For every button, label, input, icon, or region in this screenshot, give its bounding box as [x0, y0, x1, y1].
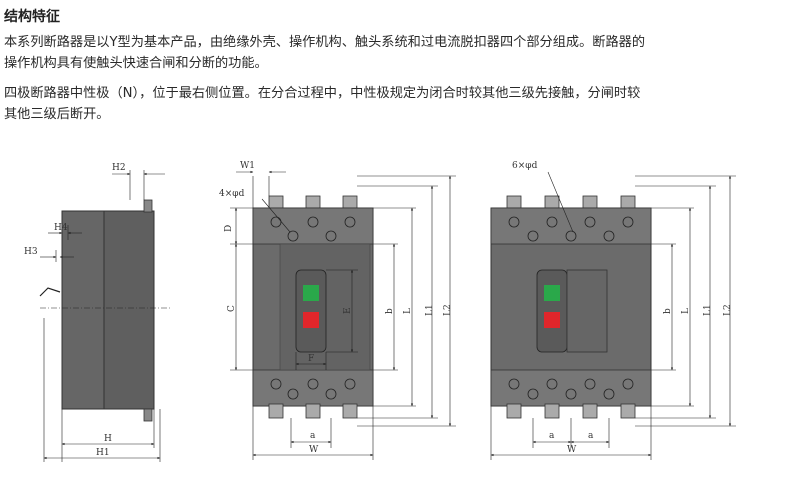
label-b: b [663, 308, 673, 314]
on-indicator-green [544, 285, 560, 301]
three-pole-front-view: W1 4×φd D C E F a W b [219, 161, 456, 460]
label-l: L [403, 308, 413, 314]
paragraph-structure: 本系列断路器是以Y型为基本产品，由绝缘外壳、操作机构、触头系统和过电流脱扣器四个… [4, 33, 645, 74]
label-holes-4: 4×φd [219, 189, 245, 199]
side-handle [39, 287, 61, 297]
label-h3: H3 [24, 247, 38, 257]
paragraph-line: 操作机构具有使触头快速合闸和分断的功能。 [4, 55, 268, 71]
three-pole-handle-window [295, 269, 327, 353]
section-heading: 结构特征 [4, 9, 60, 25]
four-pole-handle-window [536, 269, 568, 353]
label-e: E [343, 307, 353, 314]
label-l1: L1 [703, 304, 713, 316]
paragraph-line: 四极断路器中性极（N），位于最右侧位置。在分合过程中，中性极规定为闭合时较其他三… [4, 86, 641, 101]
label-w1: W1 [240, 161, 255, 171]
label-h4: H4 [54, 223, 68, 233]
label-h1: H1 [96, 448, 110, 458]
label-w: W [309, 445, 319, 455]
on-indicator-green [303, 285, 319, 301]
side-view: H2 H4 H3 H H1 [24, 163, 170, 462]
label-l: L [681, 308, 691, 314]
label-w: W [567, 445, 577, 455]
four-pole-front-view: 6×φd a a W b L L1 L2 [490, 161, 736, 460]
paragraph-line: 其他三级后断开。 [4, 106, 110, 122]
label-l2: L2 [443, 304, 453, 316]
label-a-1: a [549, 431, 555, 441]
label-a: a [310, 431, 316, 441]
off-indicator-red [544, 312, 560, 328]
label-l1: L1 [425, 304, 435, 316]
label-h2: H2 [112, 163, 126, 173]
side-body-front [61, 210, 105, 410]
side-body-rear [103, 210, 155, 410]
label-holes-6: 6×φd [512, 161, 538, 171]
label-b: b [385, 308, 395, 314]
label-l2: L2 [723, 304, 733, 316]
label-d: D [224, 225, 234, 232]
paragraph-neutral-pole: 四极断路器中性极（N），位于最右侧位置。在分合过程中，中性极规定为闭合时较其他三… [4, 84, 640, 125]
label-c: C [227, 305, 237, 312]
paragraph-line: 本系列断路器是以Y型为基本产品，由绝缘外壳、操作机构、触头系统和过电流脱扣器四个… [4, 35, 646, 50]
label-f: F [308, 354, 314, 364]
off-indicator-red [303, 312, 319, 328]
label-a-2: a [588, 431, 594, 441]
label-h: H [104, 434, 112, 444]
